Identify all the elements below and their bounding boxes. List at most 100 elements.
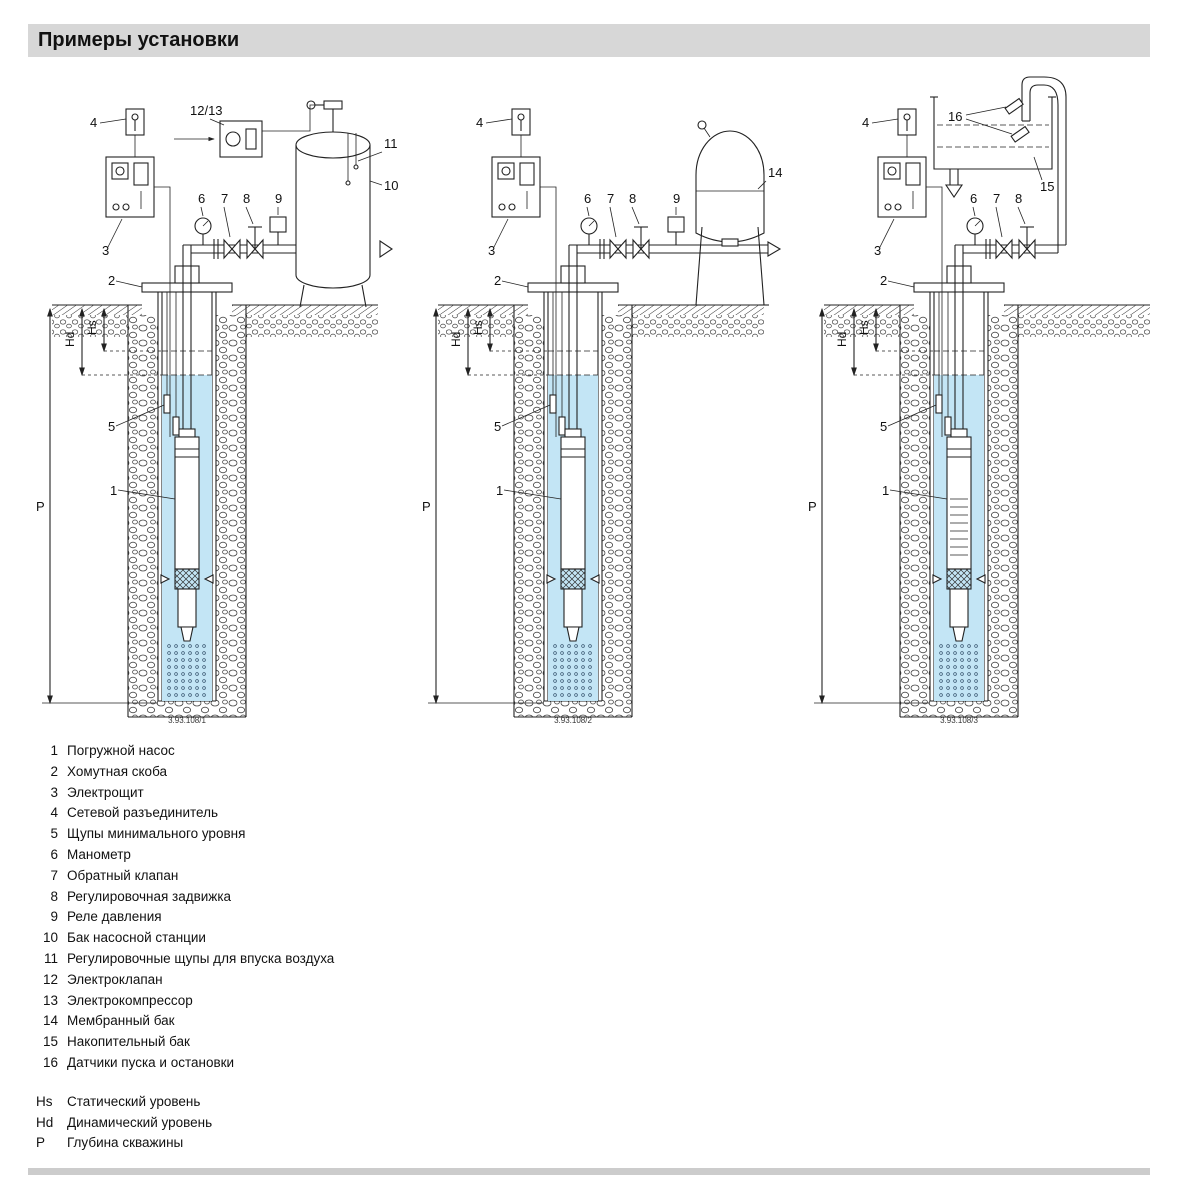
- callout-8: 8: [1015, 191, 1022, 206]
- tank-top-fitting: [323, 100, 343, 110]
- legend-item: 7 Обратный клапан: [36, 866, 1178, 887]
- legend-item-number: 6: [50, 846, 58, 862]
- level-definition: P Глубина скважины: [36, 1133, 1178, 1154]
- legend-item-label: Датчики пуска и остановки: [67, 1054, 235, 1070]
- air-line: [262, 104, 324, 132]
- pressure-switch: [667, 216, 685, 233]
- legend-item-number: 4: [50, 805, 58, 821]
- legend-item: 16 Датчики пуска и остановки: [36, 1053, 1178, 1074]
- legend-item-label: Мембранный бак: [67, 1013, 175, 1029]
- legend-item-number: 9: [50, 909, 58, 925]
- legend-item: 3 Электрощит: [36, 783, 1178, 804]
- figure-number: 3.93.108/2: [554, 716, 592, 725]
- pressure-switch: [269, 216, 287, 233]
- legend-item-label: Щупы минимального уровня: [67, 826, 246, 842]
- callout-7: 7: [221, 191, 228, 206]
- level-key: P: [36, 1135, 46, 1151]
- callout-7: 7: [993, 191, 1000, 206]
- legend-item-label: Погружной насос: [67, 743, 175, 758]
- legend-item: 12 Электроклапан: [36, 970, 1178, 991]
- callout-8: 8: [629, 191, 636, 206]
- well-structure: [808, 109, 1150, 717]
- check-valve: [223, 238, 241, 260]
- legend-item-number: 7: [50, 867, 58, 883]
- diagram-pressure-tank: 6 7 8 9: [12, 100, 398, 725]
- legend-item-number: 8: [50, 888, 58, 904]
- outlet-arrow-icon: [379, 239, 393, 259]
- legend-item-label: Обратный клапан: [67, 867, 179, 883]
- check-valve: [995, 238, 1013, 260]
- page-title: Примеры установки: [38, 29, 240, 51]
- figure-number: 3.93.108/1: [168, 716, 206, 725]
- legend-item: 4 Сетевой разъединитель: [36, 803, 1178, 824]
- legend-item-number: 12: [42, 971, 58, 987]
- legend-item-number: 2: [50, 763, 58, 779]
- legend-item-number: 11: [43, 950, 58, 966]
- legend-item-label: Регулировочные щупы для впуска воздуха: [67, 950, 335, 966]
- legend-item-label: Регулировочная задвижка: [67, 888, 232, 904]
- callout-9: 9: [275, 191, 282, 206]
- legend-item-label: Накопительный бак: [67, 1034, 190, 1050]
- legend-item-label: Хомутная скоба: [67, 763, 167, 779]
- legend-item-label: Реле давления: [67, 909, 162, 925]
- legend-item-label: Электроклапан: [67, 971, 163, 987]
- legend-item-label: Манометр: [67, 846, 131, 862]
- legend-item-number: 15: [42, 1034, 58, 1050]
- legend-item-label: Сетевой разъединитель: [67, 805, 218, 821]
- start-stop-sensor: [1010, 125, 1030, 143]
- tank-connector: [721, 238, 739, 247]
- callout-8: 8: [243, 191, 250, 206]
- legend-item: 9 Реле давления: [36, 907, 1178, 928]
- level-key: Hd: [36, 1114, 54, 1130]
- callout-6: 6: [584, 191, 591, 206]
- legend-item-number: 3: [50, 784, 58, 800]
- level-definition: Hd Динамический уровень: [36, 1113, 1178, 1134]
- legend-item-label: Бак насосной станции: [67, 930, 206, 946]
- callout-15: 15: [1040, 179, 1054, 194]
- start-stop-sensor: [1004, 97, 1024, 115]
- level-label: Глубина скважины: [67, 1135, 184, 1151]
- diagram-storage-tank: 6 7 8 16: [784, 76, 1170, 725]
- legend-item: 6 Манометр: [36, 845, 1178, 866]
- callout-16: 16: [948, 109, 962, 124]
- solenoid-compressor: [219, 104, 324, 158]
- diagram-membrane-tank: 6 7 8 9 14 3.93.108/2: [398, 69, 782, 725]
- legend-item-number: 16: [42, 1054, 58, 1070]
- callout-7: 7: [607, 191, 614, 206]
- legend-item: 2 Хомутная скоба: [36, 762, 1178, 783]
- level-definitions: Hs Статический уровень Hd Динамический уро…: [36, 1092, 1178, 1154]
- legend-item-label: Электрощит: [67, 784, 144, 800]
- legend-item-number: 14: [42, 1013, 58, 1029]
- page-title-bar: Примеры установки: [28, 24, 1150, 57]
- legend-item-number: 5: [50, 826, 58, 842]
- storage-tank: [930, 96, 1056, 198]
- level-key: Hs: [36, 1093, 53, 1109]
- legend-item: 5 Щупы минимального уровня: [36, 824, 1178, 845]
- legend-item: 13 Электрокомпрессор: [36, 991, 1178, 1012]
- legend-item-label: Электрокомпрессор: [67, 992, 193, 1008]
- diagrams-row: 6 7 8 9: [12, 69, 1178, 729]
- callout-6: 6: [198, 191, 205, 206]
- legend-item: 1 Погружной насос: [36, 741, 1178, 762]
- membrane-tank: [691, 120, 769, 306]
- level-definition: Hs Статический уровень: [36, 1092, 1178, 1113]
- level-label: Динамический уровень: [67, 1114, 213, 1130]
- level-label: Статический уровень: [67, 1093, 201, 1109]
- legend-item: 8 Регулировочная задвижка: [36, 887, 1178, 908]
- outlet-arrow-icon: [767, 241, 782, 257]
- callout-10: 10: [384, 178, 398, 193]
- legend-item: 15 Накопительный бак: [36, 1032, 1178, 1053]
- check-valve: [609, 238, 627, 260]
- callout-14: 14: [768, 165, 782, 180]
- feed-pipe: [1021, 76, 1067, 245]
- legend-item-number: 1: [50, 743, 58, 758]
- figure-number: 3.93.108/3: [940, 716, 978, 725]
- legend-item-number: 13: [42, 992, 58, 1008]
- pump-stage-rings: [950, 498, 968, 556]
- callout-9: 9: [673, 191, 680, 206]
- overflow-arrow-icon: [944, 184, 964, 198]
- station-tank: [295, 100, 393, 308]
- callout-11: 11: [384, 136, 398, 151]
